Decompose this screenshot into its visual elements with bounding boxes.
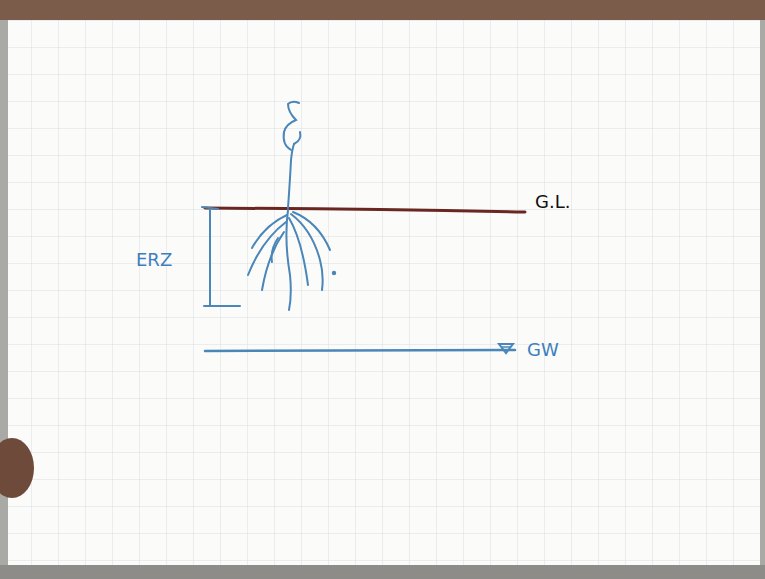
root — [286, 210, 290, 310]
dimension-line — [209, 210, 211, 305]
ground-level-label: G.L. — [535, 192, 570, 212]
top-band — [0, 0, 765, 20]
dimension-tick — [204, 305, 240, 307]
root-zone-label: ERZ — [136, 250, 172, 270]
root — [252, 215, 287, 248]
finger — [0, 438, 34, 498]
plant-leaf — [294, 132, 300, 144]
dot — [333, 272, 335, 274]
groundwater-line — [205, 350, 515, 351]
dimension-tick — [202, 207, 218, 209]
water-table-symbol — [502, 346, 510, 348]
plant-stem — [288, 144, 294, 208]
ground-line — [205, 208, 525, 212]
root — [272, 238, 278, 262]
root — [293, 212, 330, 250]
paper — [8, 20, 760, 565]
root — [291, 214, 323, 290]
grid — [8, 20, 760, 565]
groundwater-label: GW — [527, 340, 559, 360]
root — [262, 232, 284, 290]
bottom-band — [0, 565, 765, 579]
plant-symbol — [248, 102, 335, 310]
depth-bracket — [202, 207, 240, 306]
water-table-symbol — [499, 344, 513, 353]
